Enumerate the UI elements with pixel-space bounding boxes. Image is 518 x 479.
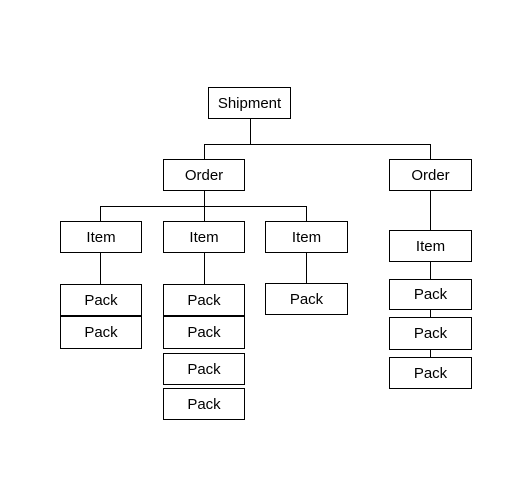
connector-line (430, 309, 431, 317)
pack-node: Pack (163, 353, 245, 385)
connector-line (204, 252, 205, 284)
pack-node: Pack (163, 316, 245, 349)
order-node: Order (163, 159, 245, 191)
connector-line (430, 190, 431, 230)
connector-line (204, 206, 205, 221)
connector-line (100, 252, 101, 284)
item-node: Item (389, 230, 472, 262)
pack-node: Pack (60, 284, 142, 316)
connector-line (306, 252, 307, 283)
connector-line (100, 206, 306, 207)
connector-line (430, 261, 431, 279)
pack-node: Pack (389, 357, 472, 389)
item-node: Item (163, 221, 245, 253)
item-node: Item (60, 221, 142, 253)
shipment-node: Shipment (208, 87, 291, 119)
connector-line (100, 206, 101, 221)
pack-node: Pack (389, 279, 472, 310)
connector-line (204, 144, 205, 162)
pack-node: Pack (163, 284, 245, 316)
connector-line (430, 349, 431, 357)
connector-line (204, 144, 431, 145)
order-node: Order (389, 159, 472, 191)
connector-line (204, 190, 205, 206)
connector-line (430, 144, 431, 162)
connector-line (306, 206, 307, 221)
connector-line (250, 118, 251, 144)
item-node: Item (265, 221, 348, 253)
pack-node: Pack (60, 316, 142, 349)
pack-node: Pack (389, 317, 472, 350)
pack-node: Pack (265, 283, 348, 315)
pack-node: Pack (163, 388, 245, 420)
